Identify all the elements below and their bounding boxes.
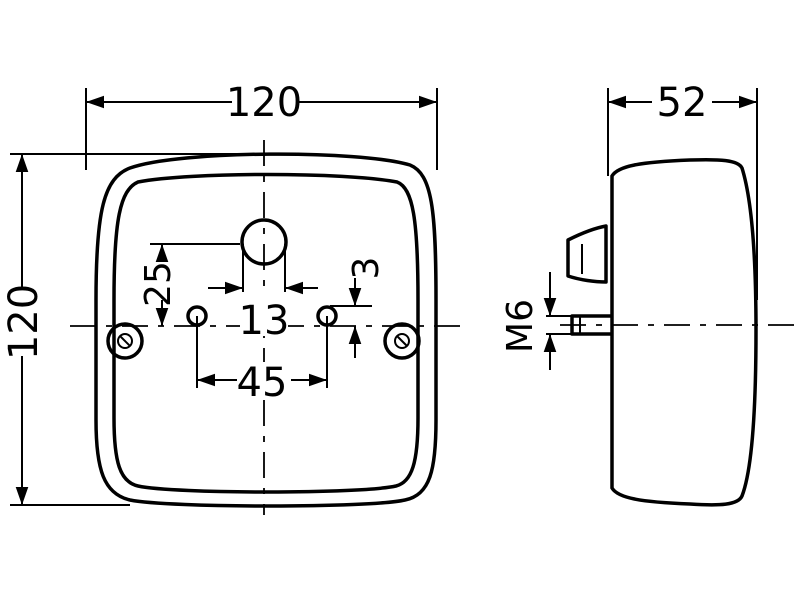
cable-hole <box>240 218 288 266</box>
front-view: 120 120 25 13 45 3 <box>1 80 462 515</box>
height-dimension-label: 120 <box>1 284 47 360</box>
stud-offset-dimension-label: 3 <box>346 257 387 280</box>
side-view: 52 M6 <box>500 80 800 507</box>
mounting-screw-left <box>106 322 144 360</box>
side-housing-outline <box>610 157 758 507</box>
width-dimension-label: 120 <box>226 80 302 126</box>
hole-vertical-dimension-label: 25 <box>138 261 179 307</box>
thread-dimension-label: M6 <box>500 299 541 353</box>
depth-dimension-label: 52 <box>657 80 708 126</box>
stud-spacing-dimension-label: 45 <box>237 360 288 406</box>
lamp-inner-outline <box>112 172 420 494</box>
mounting-screw-right <box>383 322 421 360</box>
hole-gap-dimension-label: 13 <box>239 298 290 344</box>
side-plug <box>566 224 608 284</box>
lamp-outer-outline <box>94 152 438 508</box>
